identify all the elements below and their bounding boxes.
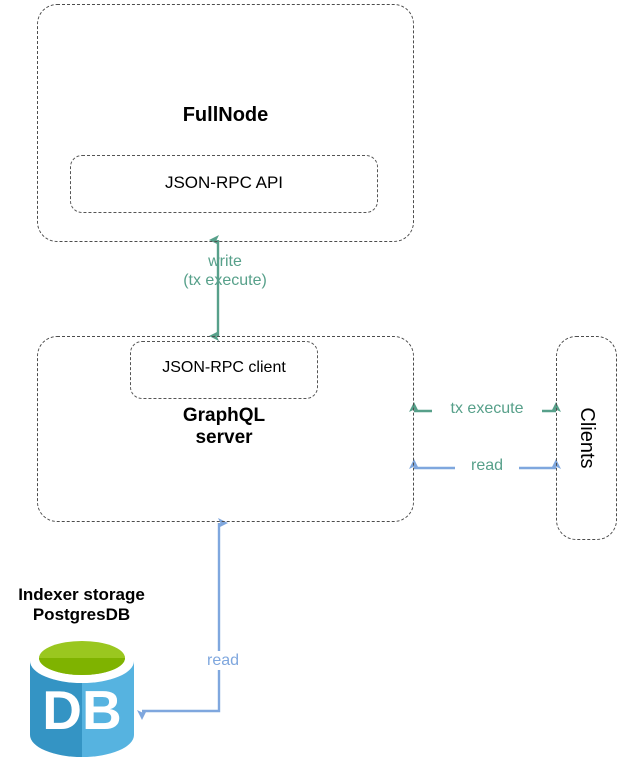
- jsonrpc-api-label: JSON-RPC API: [164, 173, 284, 192]
- read-clients-arrow-label: read: [455, 456, 519, 476]
- fullnode-container: [37, 4, 414, 242]
- write-arrow-label: write (tx execute): [183, 253, 267, 290]
- graphql-server-title: GraphQL server: [182, 405, 266, 449]
- jsonrpc-api-box: [70, 155, 378, 213]
- jsonrpc-client-label: JSON-RPC client: [162, 359, 286, 376]
- db-icon-text: DB: [42, 679, 121, 741]
- clients-label: Clients: [576, 407, 598, 469]
- clients-container: [556, 336, 617, 540]
- jsonrpc-client-box: [130, 341, 318, 399]
- read-db-arrow-label: read: [190, 651, 256, 671]
- tx-execute-arrow-label: tx execute: [432, 399, 542, 419]
- indexer-storage-label: Indexer storage PostgresDB: [18, 585, 145, 625]
- graphql-server-container: [37, 336, 414, 522]
- fullnode-title: FullNode: [182, 104, 269, 126]
